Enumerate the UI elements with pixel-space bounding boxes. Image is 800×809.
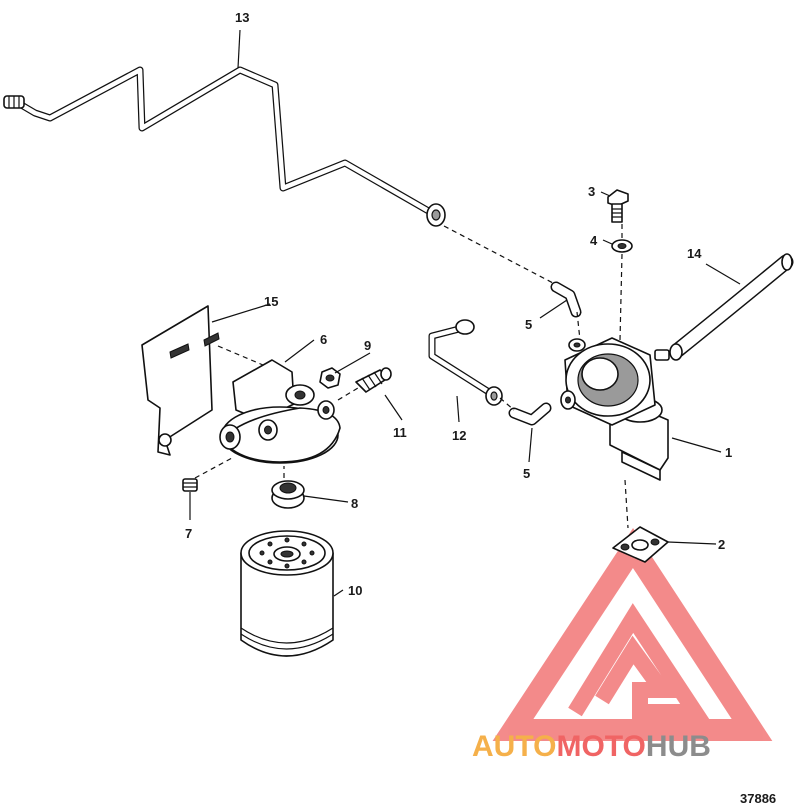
callout-8: 8	[351, 496, 358, 511]
fitting-11	[355, 367, 392, 393]
filter-head-6	[219, 359, 341, 464]
assembly-dashed-lines	[194, 224, 629, 529]
callout-9: 9	[364, 338, 371, 353]
callout-10: 10	[348, 583, 362, 598]
elbow-fitting-5-lower	[508, 402, 552, 426]
callout-5-upper: 5	[525, 317, 532, 332]
leader-lines	[189, 29, 741, 597]
watermark-text: AUTOMOTOHUB	[472, 730, 711, 763]
callout-14: 14	[687, 246, 702, 261]
callout-11: 11	[393, 425, 407, 440]
fuel-line-13	[3, 66, 446, 227]
callout-15: 15	[264, 294, 278, 309]
callout-2: 2	[718, 537, 725, 552]
plug-9	[319, 367, 341, 389]
callout-3: 3	[588, 184, 595, 199]
hose-14	[669, 253, 794, 361]
watermark-moto: MOTO	[556, 730, 645, 763]
callout-7: 7	[185, 526, 192, 541]
bolt-3	[607, 189, 629, 223]
callout-13: 13	[235, 10, 249, 25]
figure-number: 37886	[740, 791, 776, 806]
plug-7	[182, 478, 198, 492]
callout-4: 4	[590, 233, 598, 248]
callout-1: 1	[725, 445, 732, 460]
callout-numbers: 13 3 4 14 15 5 6 9 11 12 1 5 8 7 2 10	[185, 10, 732, 598]
callout-6: 6	[320, 332, 327, 347]
watermark-logo	[492, 527, 773, 741]
washer-4	[611, 239, 633, 253]
fuel-line-12	[428, 319, 503, 406]
fuel-filter-10	[240, 530, 334, 657]
elbow-fitting-5-upper	[550, 281, 582, 318]
gasket-2	[612, 526, 669, 563]
fuel-pump-1	[560, 337, 670, 481]
watermark-auto: AUTO	[472, 730, 556, 763]
callout-5-lower: 5	[523, 466, 530, 481]
adapter-8	[271, 480, 305, 509]
callout-12: 12	[452, 428, 466, 443]
watermark-hub: HUB	[646, 730, 711, 763]
bracket-15	[141, 305, 220, 456]
